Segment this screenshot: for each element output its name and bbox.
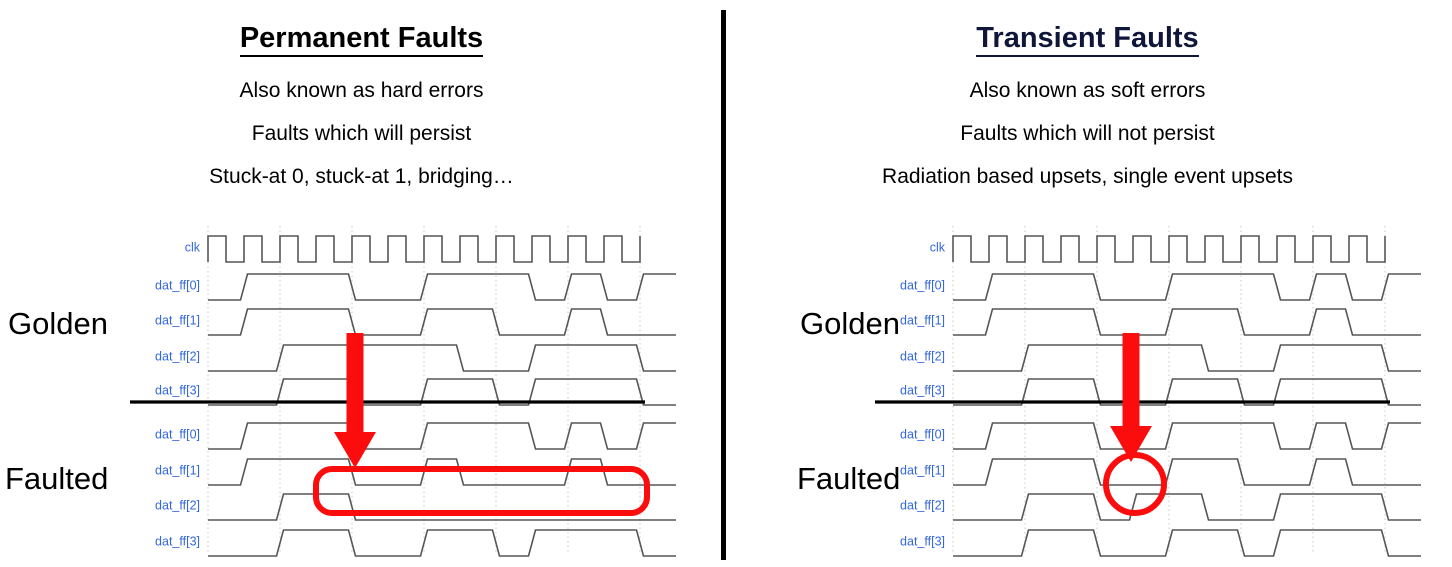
signal-label-faulted-dat_ff1: dat_ff[1] — [900, 463, 945, 477]
panel-title-text: Permanent Faults — [239, 22, 484, 57]
panel-line-3: Stuck-at 0, stuck-at 1, bridging… — [209, 165, 514, 188]
waveform-golden-clk — [952, 235, 1386, 263]
waveform-golden-dat_ff3 — [208, 378, 676, 406]
signal-label-faulted-dat_ff3: dat_ff[3] — [155, 534, 200, 548]
signal-label-golden-dat_ff3: dat_ff[3] — [155, 383, 200, 397]
panel-line-2: Faults which will not persist — [960, 122, 1215, 145]
signal-label-golden-dat_ff2: dat_ff[2] — [155, 349, 200, 363]
signal-label-faulted-dat_ff3: dat_ff[3] — [900, 534, 945, 548]
panel-line-1: Also known as hard errors — [239, 79, 484, 102]
panel-divider — [721, 10, 726, 560]
waveform-golden-dat_ff2 — [208, 344, 676, 372]
waveform-faulted-dat_ff1 — [953, 458, 1421, 486]
waveform-diagram-permanent: clkdat_ff[0]dat_ff[1]dat_ff[2]dat_ff[3]d… — [130, 226, 676, 557]
signal-label-faulted-dat_ff0: dat_ff[0] — [900, 427, 945, 441]
signal-label-golden-dat_ff1: dat_ff[1] — [900, 313, 945, 327]
signal-label-golden-dat_ff0: dat_ff[0] — [900, 278, 945, 292]
waveform-faulted-dat_ff2 — [208, 493, 676, 521]
signal-label-golden-clk: clk — [185, 240, 201, 254]
signal-label-faulted-dat_ff1: dat_ff[1] — [155, 463, 200, 477]
group-label-faulted-right: Faulted — [797, 461, 901, 496]
panel-permanent-faults: Permanent Faults Also known as hard erro… — [0, 0, 723, 567]
single-event-upset-highlight — [1103, 452, 1167, 516]
signal-label-golden-dat_ff3: dat_ff[3] — [900, 383, 945, 397]
signal-label-faulted-dat_ff0: dat_ff[0] — [155, 427, 200, 441]
waveform-faulted-dat_ff0 — [953, 422, 1421, 450]
panel-line-3: Radiation based upsets, single event ups… — [882, 165, 1293, 188]
glitch-pointer-arrow — [1110, 333, 1152, 462]
waveform-diagram-transient: clkdat_ff[0]dat_ff[1]dat_ff[2]dat_ff[3]d… — [875, 226, 1421, 557]
waveform-faulted-dat_ff3 — [953, 529, 1421, 557]
panel-title-transient: Transient Faults — [723, 22, 1452, 57]
group-label-golden-left: Golden — [8, 306, 108, 341]
signal-label-faulted-dat_ff2: dat_ff[2] — [900, 498, 945, 512]
waveform-golden-dat_ff0 — [953, 273, 1421, 301]
panel-line-2: Faults which will persist — [251, 122, 472, 145]
waveform-faulted-dat_ff3 — [208, 529, 676, 557]
signal-label-golden-dat_ff2: dat_ff[2] — [900, 349, 945, 363]
panel-title-permanent: Permanent Faults — [0, 22, 723, 57]
panel-transient-faults: Transient Faults Also known as soft erro… — [723, 0, 1452, 567]
waveform-golden-dat_ff0 — [208, 273, 676, 301]
signal-label-faulted-dat_ff2: dat_ff[2] — [155, 498, 200, 512]
group-label-golden-right: Golden — [800, 306, 900, 341]
waveform-golden-dat_ff1 — [953, 308, 1421, 336]
waveform-golden-dat_ff2 — [953, 344, 1421, 372]
waveform-faulted-dat_ff2 — [953, 493, 1421, 521]
signal-label-golden-clk: clk — [930, 240, 946, 254]
stuck-at-zero-highlight — [313, 466, 650, 516]
waveform-golden-clk — [207, 235, 641, 263]
signal-label-golden-dat_ff0: dat_ff[0] — [155, 278, 200, 292]
waveform-faulted-dat_ff0 — [208, 422, 676, 450]
panel-title-text: Transient Faults — [976, 22, 1199, 57]
panel-line-1: Also known as soft errors — [969, 79, 1206, 102]
waveform-golden-dat_ff3 — [953, 378, 1421, 406]
signal-label-golden-dat_ff1: dat_ff[1] — [155, 313, 200, 327]
waveform-faulted-dat_ff1 — [208, 458, 676, 486]
group-label-faulted-left: Faulted — [5, 461, 109, 496]
fault-pointer-arrow — [334, 333, 376, 468]
waveform-golden-dat_ff1 — [208, 308, 676, 336]
